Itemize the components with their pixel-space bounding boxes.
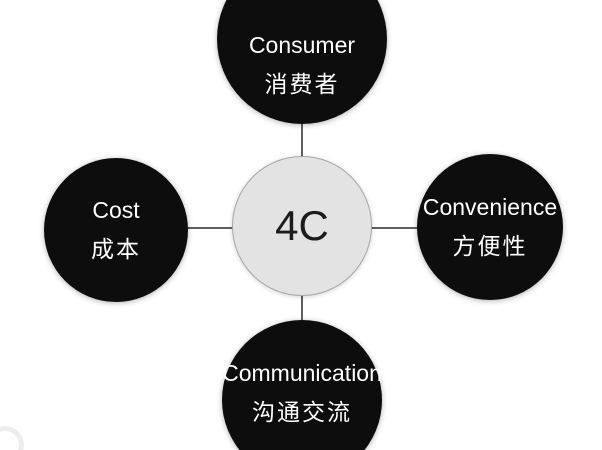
node-convenience: Convenience 方便性	[417, 154, 563, 300]
node-cost-label-en: Cost	[92, 197, 140, 223]
corner-watermark	[0, 426, 24, 450]
node-consumer-label-en: Consumer	[248, 32, 356, 58]
center-node: 4C	[232, 156, 372, 296]
node-communication-label-zh: 沟通交流	[252, 399, 352, 425]
connector-bottom	[301, 290, 303, 326]
node-consumer-label-zh: 消费者	[264, 71, 340, 97]
connector-right	[368, 227, 422, 229]
node-convenience-label-zh: 方便性	[452, 233, 528, 259]
node-cost-label-zh: 成本	[91, 236, 141, 262]
node-communication: Communication 沟通交流	[222, 320, 382, 450]
connector-left	[182, 227, 238, 229]
connector-top	[301, 118, 303, 162]
node-cost: Cost 成本	[44, 158, 188, 302]
node-convenience-label-en: Convenience	[422, 194, 558, 220]
node-consumer: Consumer 消费者	[217, 0, 387, 124]
center-node-label: 4C	[275, 202, 329, 249]
node-communication-label-en: Communication	[222, 360, 382, 386]
